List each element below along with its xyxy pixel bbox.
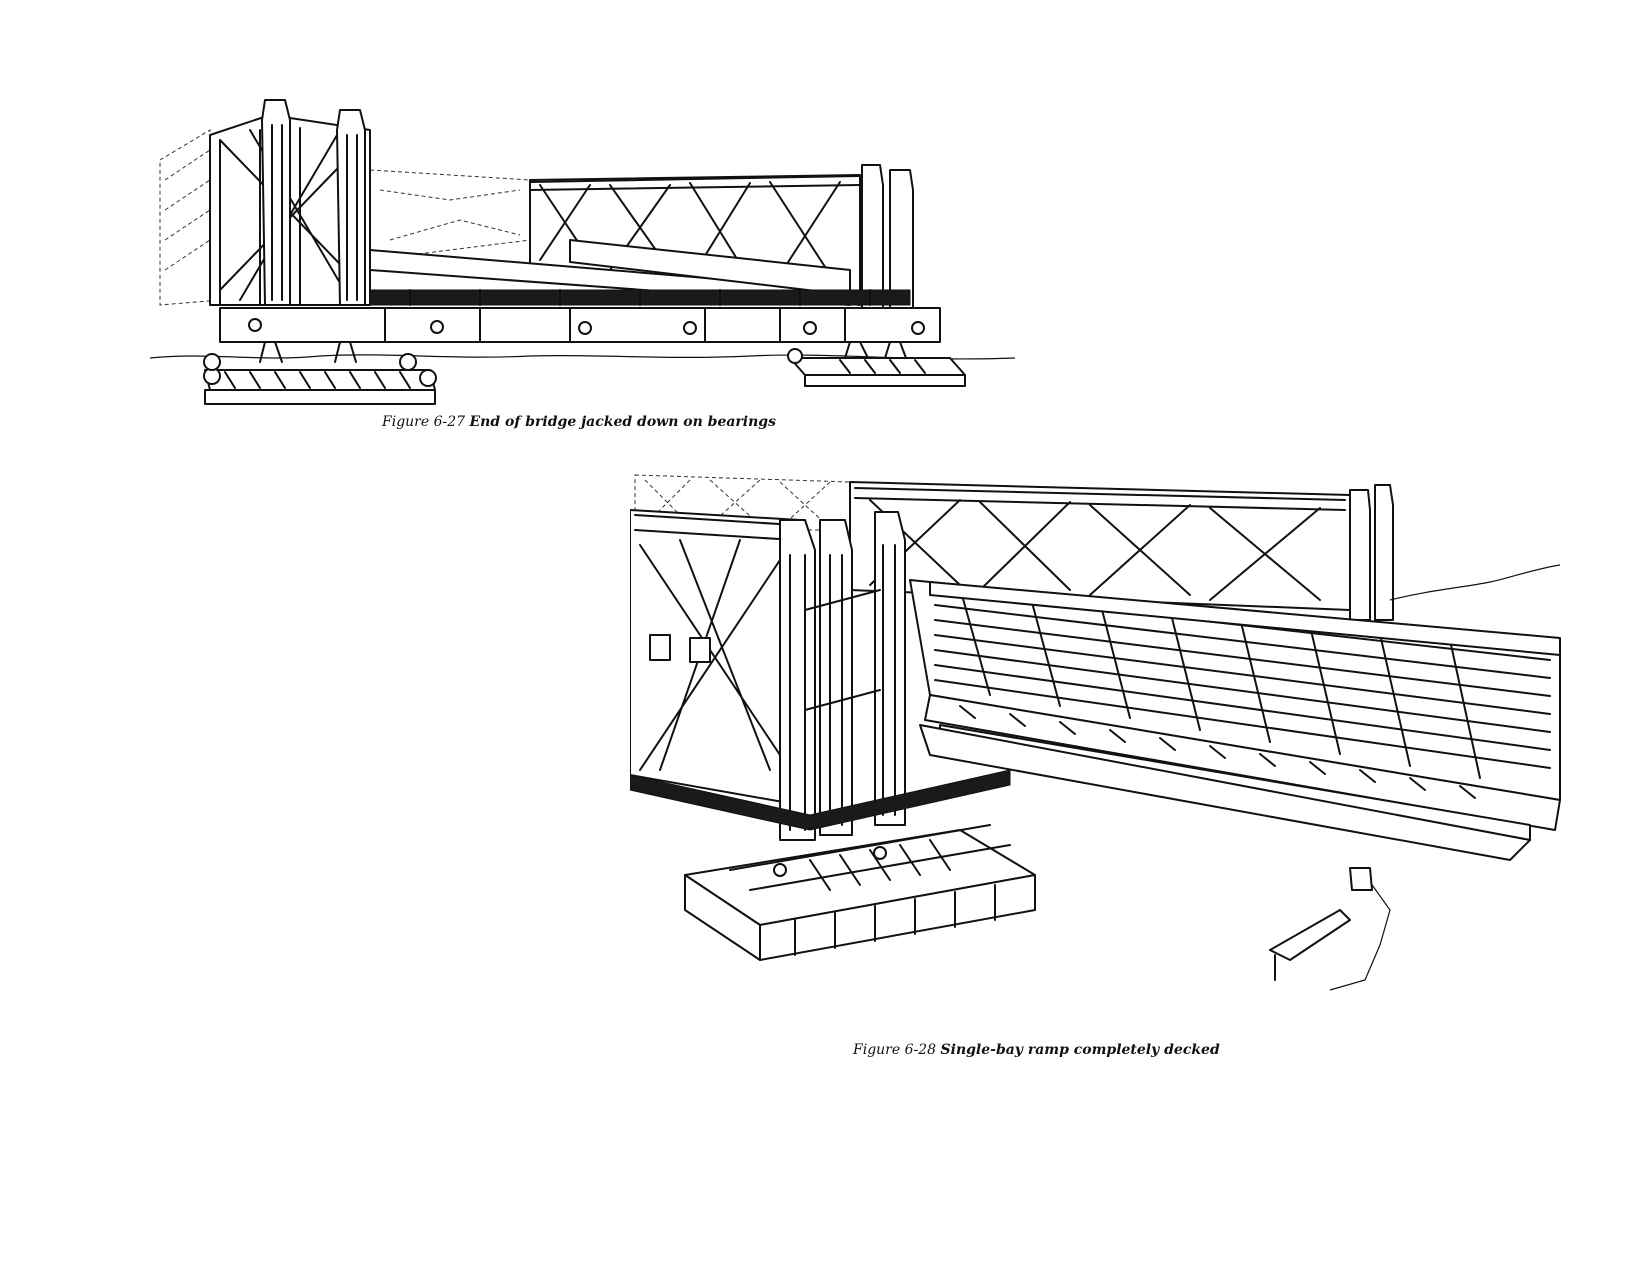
single-bay-ramp-decked-illustration (630, 474, 1561, 991)
bridge-end-on-bearings-illustration (150, 99, 1016, 405)
figure-6-28-number: Figure 6-28 (853, 1042, 937, 1058)
figure-6-28-title: Single-bay ramp completely decked (940, 1042, 1220, 1058)
figure-6-28: Figure 6-28 Single-bay ramp completely d… (630, 470, 1570, 1130)
figure-6-27-title: End of bridge jacked down on bearings (469, 414, 776, 430)
figure-6-27-caption: Figure 6-27 End of bridge jacked down on… (382, 414, 776, 430)
figure-6-27: Figure 6-27 End of bridge jacked down on… (150, 90, 1030, 440)
figure-6-27-number: Figure 6-27 (382, 414, 466, 430)
figure-6-28-caption: Figure 6-28 Single-bay ramp completely d… (853, 1042, 1220, 1058)
